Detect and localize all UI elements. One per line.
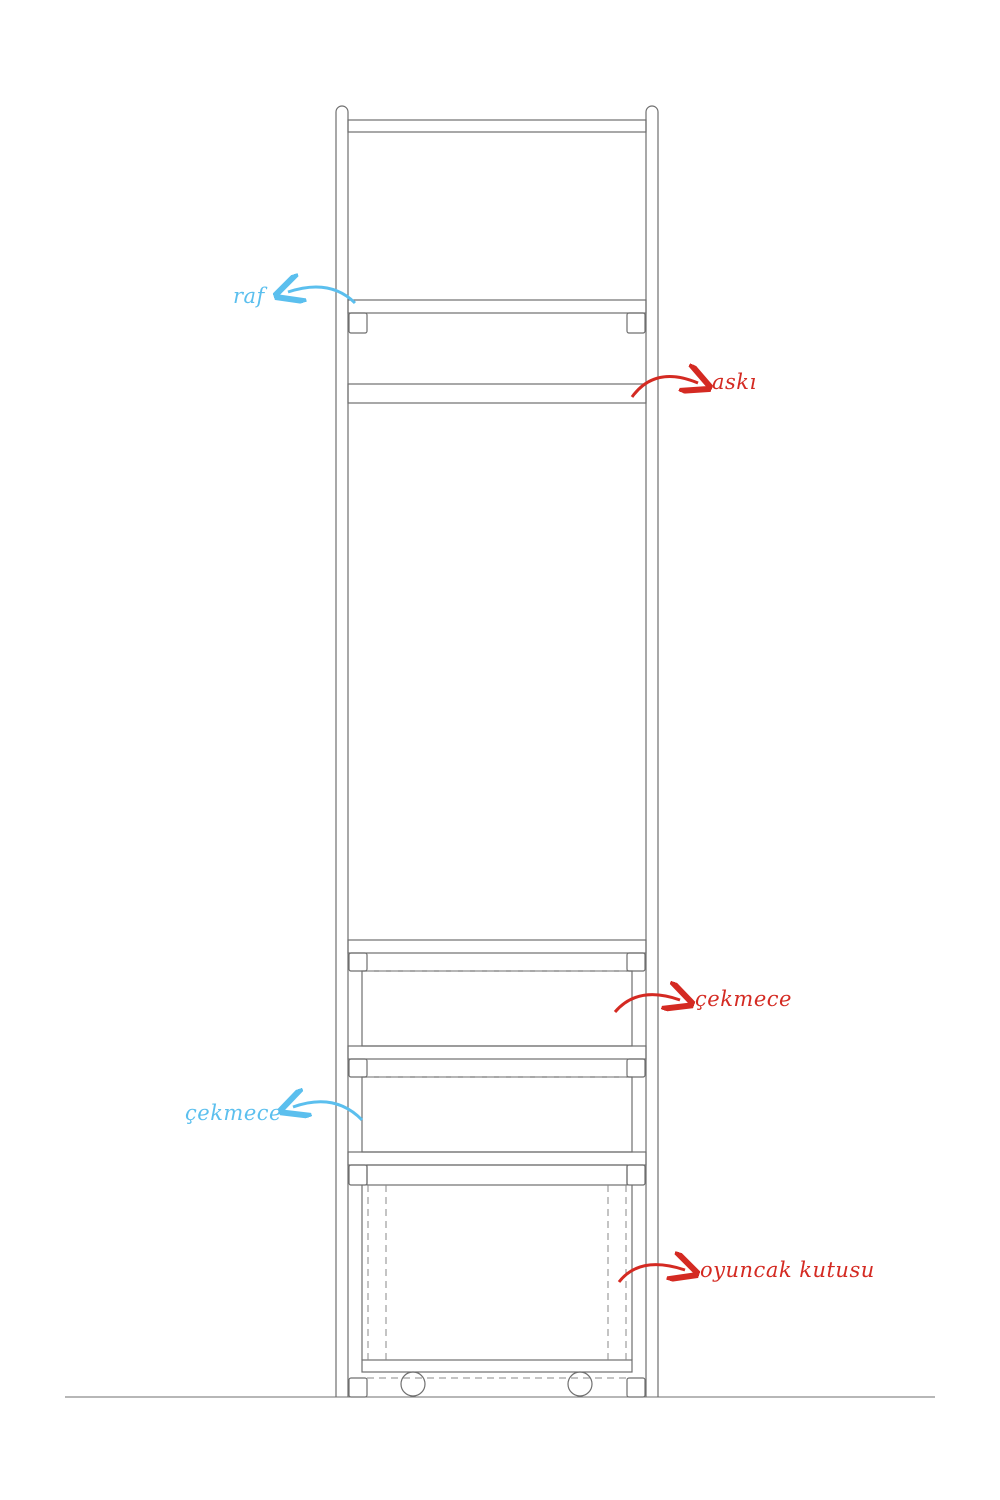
hanger-arrow <box>630 377 698 398</box>
shelf-bracket-right <box>626 312 646 334</box>
drawer2-bracket-right <box>626 1058 646 1078</box>
annotation-drawer-left: çekmece <box>185 1101 364 1125</box>
wheel-right <box>567 1371 593 1397</box>
annotation-drawer-right: çekmece <box>613 987 792 1013</box>
drawer2-bracket-left <box>348 1058 368 1078</box>
drawer1-bracket-left <box>348 952 368 972</box>
drawer-left-arrow <box>293 1102 364 1122</box>
drawer1-bracket-right <box>626 952 646 972</box>
left-post <box>335 105 349 1397</box>
drawer-left-label: çekmece <box>185 1101 282 1125</box>
shelf-arrow <box>288 287 357 303</box>
toybox-top-rail <box>366 1164 628 1186</box>
toybox-bracket-bl <box>348 1377 368 1398</box>
drawer-right-label: çekmece <box>695 987 792 1011</box>
annotation-hanger: askı <box>630 370 757 398</box>
toybox-bracket-br <box>626 1377 646 1398</box>
annotation-toy-box: oyuncak kutusu <box>617 1258 875 1283</box>
drawer-middle-board <box>347 1045 647 1060</box>
shelf-board <box>347 299 647 314</box>
hanging-rail <box>347 383 647 404</box>
toy-box-arrow <box>617 1265 685 1283</box>
wheel-left <box>400 1371 426 1397</box>
drawer-right-arrow <box>613 995 680 1013</box>
drawer1-box <box>361 970 633 1047</box>
right-post <box>645 105 659 1397</box>
toybox-bracket-tl <box>348 1164 368 1186</box>
shelf-bracket-left <box>348 312 368 334</box>
hidden-lines <box>367 970 627 1379</box>
toybox-bottom-rail <box>361 1359 633 1373</box>
annotation-shelf: raf <box>233 284 357 308</box>
hanger-label: askı <box>712 370 757 394</box>
wardrobe-frame <box>335 105 659 1398</box>
top-rail <box>347 119 647 133</box>
toybox-top-board <box>347 1151 647 1166</box>
shelf-label: raf <box>233 284 268 308</box>
toy-box-label: oyuncak kutusu <box>700 1258 875 1282</box>
drawer-top-board <box>347 939 647 954</box>
drawer2-box <box>361 1076 633 1153</box>
toybox-bracket-tr <box>626 1164 646 1186</box>
